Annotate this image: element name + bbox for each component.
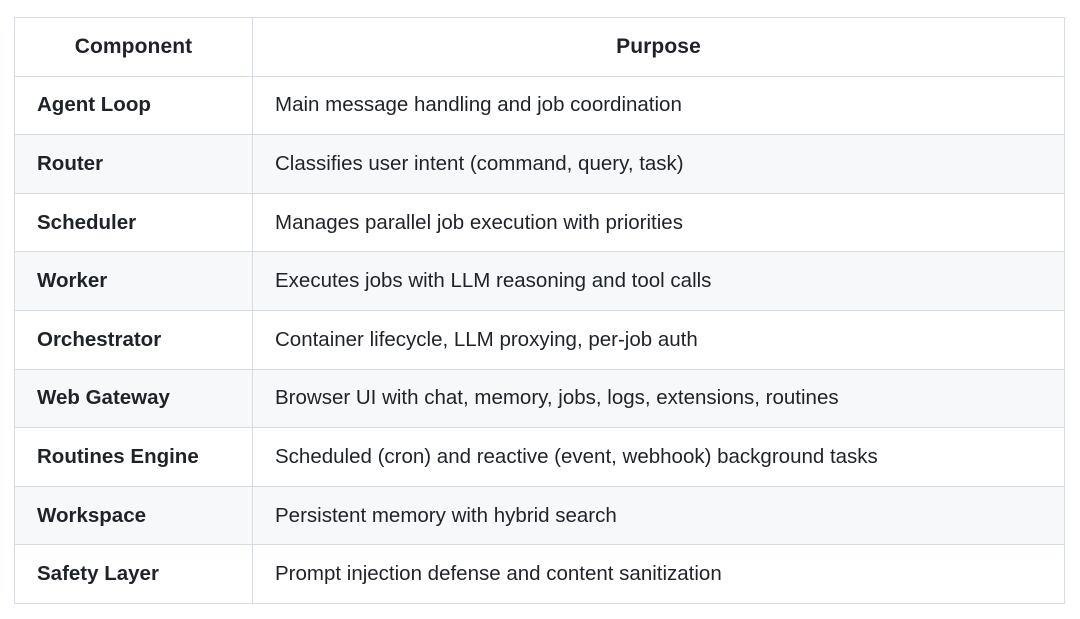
- cell-purpose: Browser UI with chat, memory, jobs, logs…: [252, 368, 1065, 429]
- table-row: Routines Engine Scheduled (cron) and rea…: [14, 427, 1065, 487]
- cell-purpose: Manages parallel job execution with prio…: [252, 192, 1065, 253]
- table-header-row: Component Purpose: [14, 17, 1065, 77]
- table-row: Workspace Persistent memory with hybrid …: [14, 485, 1065, 546]
- table-row: Scheduler Manages parallel job execution…: [14, 192, 1065, 253]
- table-row: Router Classifies user intent (command, …: [14, 134, 1065, 194]
- cell-component: Agent Loop: [14, 75, 253, 136]
- cell-component: Web Gateway: [14, 368, 253, 429]
- cell-component: Scheduler: [14, 192, 253, 253]
- cell-purpose: Classifies user intent (command, query, …: [252, 134, 1065, 194]
- component-purpose-table-container: Component Purpose Agent Loop Main messag…: [14, 17, 1065, 604]
- table-row: Web Gateway Browser UI with chat, memory…: [14, 368, 1065, 429]
- cell-purpose: Prompt injection defense and content san…: [252, 544, 1065, 604]
- cell-purpose: Scheduled (cron) and reactive (event, we…: [252, 427, 1065, 487]
- cell-component: Workspace: [14, 485, 253, 546]
- cell-purpose: Persistent memory with hybrid search: [252, 485, 1065, 546]
- cell-purpose: Main message handling and job coordinati…: [252, 75, 1065, 136]
- cell-component: Safety Layer: [14, 544, 253, 604]
- table-row: Safety Layer Prompt injection defense an…: [14, 544, 1065, 604]
- cell-component: Router: [14, 134, 253, 194]
- cell-component: Orchestrator: [14, 309, 253, 370]
- cell-component: Worker: [14, 251, 253, 311]
- column-header-purpose: Purpose: [252, 17, 1065, 77]
- cell-purpose: Container lifecycle, LLM proxying, per-j…: [252, 309, 1065, 370]
- table-row: Worker Executes jobs with LLM reasoning …: [14, 251, 1065, 311]
- cell-purpose: Executes jobs with LLM reasoning and too…: [252, 251, 1065, 311]
- component-purpose-table: Component Purpose Agent Loop Main messag…: [14, 17, 1065, 604]
- column-header-component: Component: [14, 17, 253, 77]
- table-row: Agent Loop Main message handling and job…: [14, 75, 1065, 136]
- table-body: Agent Loop Main message handling and job…: [14, 75, 1065, 604]
- cell-component: Routines Engine: [14, 427, 253, 487]
- table-row: Orchestrator Container lifecycle, LLM pr…: [14, 309, 1065, 370]
- table-header: Component Purpose: [14, 17, 1065, 77]
